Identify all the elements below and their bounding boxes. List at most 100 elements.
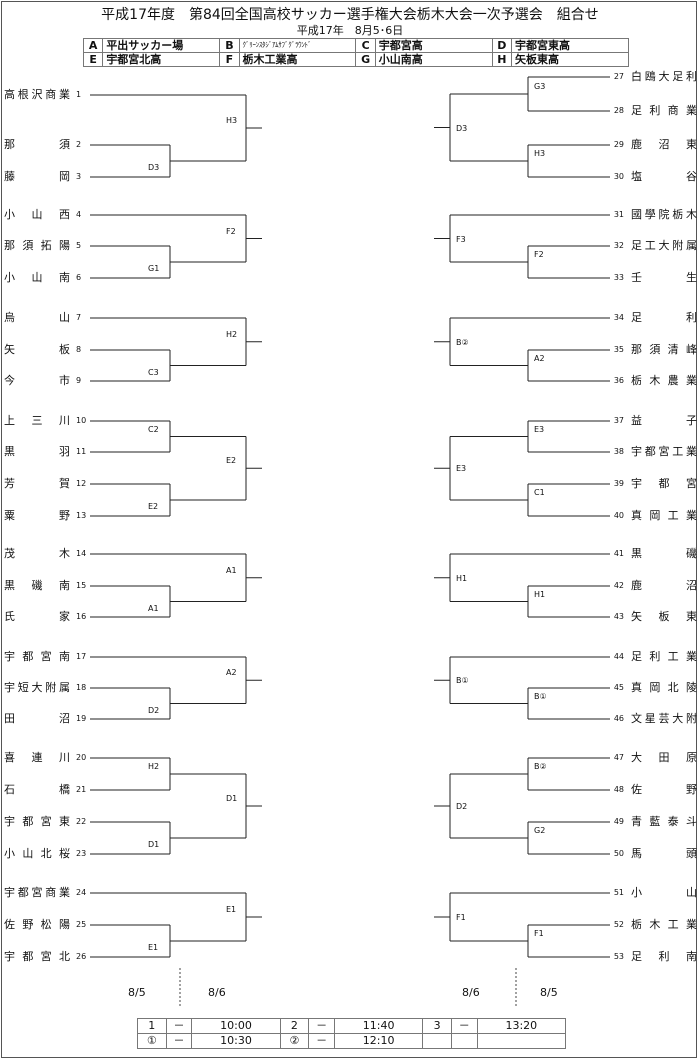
date-left-day2: 8/6 [208, 986, 226, 999]
venue-name: 矢板東高 [511, 52, 629, 67]
team-number: 4 [76, 210, 82, 219]
team-number: 12 [76, 479, 87, 488]
team-number: 26 [76, 952, 87, 961]
team-number: 14 [76, 549, 87, 558]
team-name: 黒羽 [4, 445, 70, 458]
team-number: 24 [76, 888, 87, 897]
match-label: F1 [456, 913, 466, 922]
tournament-dates: 平成17年 8月5･6日 [296, 24, 404, 37]
match-label: B① [534, 691, 547, 701]
team-name: 宇都宮 [631, 477, 697, 490]
slot-number: 3 [422, 1018, 452, 1034]
team-number: 47 [613, 753, 624, 762]
team-name: 足利商業 [631, 104, 697, 117]
team-number: 27 [613, 72, 624, 81]
venue-name: 宇都宮東高 [511, 38, 629, 53]
match-label: H3 [226, 116, 238, 125]
team-name: 大田原 [631, 751, 697, 764]
team-number: 6 [76, 273, 82, 282]
date-left-day1: 8/5 [128, 986, 146, 999]
team-name: 黒磯 [631, 547, 697, 560]
team-name: 鹿沼東 [631, 138, 697, 151]
team-number: 25 [76, 920, 87, 929]
team-name: 高根沢商業 [4, 88, 70, 101]
team-name: 烏山 [4, 311, 70, 324]
match-label: A1 [148, 603, 159, 613]
team-name: 那須拓陽 [4, 239, 70, 252]
venue-key: F [219, 52, 240, 67]
team-number: 46 [613, 714, 624, 723]
slot-dash: － [450, 1018, 478, 1034]
slot-empty [422, 1033, 452, 1049]
team-name: 黒磯南 [4, 579, 70, 592]
team-number: 11 [76, 447, 87, 456]
match-label: H2 [226, 329, 238, 339]
match-label: D3 [456, 123, 468, 133]
venue-key: E [82, 52, 104, 67]
team-name: 馬頭 [631, 847, 697, 860]
team-name: 石橋 [4, 783, 70, 796]
team-name: 栃木農業 [631, 374, 697, 387]
team-number: 52 [613, 920, 624, 929]
match-label: C2 [148, 424, 159, 434]
team-name: 喜連川 [4, 751, 70, 764]
match-label: D1 [226, 794, 238, 803]
team-name: 那須清峰 [631, 343, 697, 356]
team-number: 37 [613, 416, 624, 425]
match-label: E2 [148, 502, 159, 511]
team-number: 8 [76, 345, 82, 354]
match-label: F1 [534, 929, 544, 938]
team-name: 國學院栃木 [631, 208, 697, 221]
match-label: F2 [226, 226, 236, 236]
team-number: 50 [613, 849, 624, 858]
slot-number: ① [137, 1033, 167, 1049]
kickoff-time: 10:00 [191, 1018, 281, 1034]
kickoff-time: 11:40 [333, 1018, 424, 1034]
team-name: 宇短大附属 [4, 681, 70, 694]
team-number: 51 [613, 888, 624, 897]
team-name: 青藍泰斗 [631, 815, 697, 828]
match-label: H1 [456, 573, 468, 583]
match-label: A2 [226, 668, 237, 678]
match-label: H1 [534, 589, 546, 599]
venue-legend: A 平出サッカー場 B ｸﾞﾘｰﾝｽﾀｼﾞｱﾑｻﾌﾞｸﾞﾗｳﾝﾄﾞ C 宇都宮高… [82, 38, 629, 67]
slot-dash: － [308, 1018, 335, 1034]
team-name: 壬生 [631, 271, 697, 284]
team-name: 宇都宮北 [4, 950, 70, 963]
team-name: 今市 [4, 374, 70, 387]
team-name: 真岡北陵 [631, 681, 697, 694]
team-name: 小山北桜 [4, 847, 70, 860]
team-number: 45 [613, 683, 624, 692]
venue-name: 小山南高 [374, 52, 493, 67]
match-label: B① [456, 676, 469, 686]
team-name: 真岡工業 [631, 509, 697, 522]
team-name: 那須 [4, 138, 70, 151]
team-number: 13 [76, 511, 87, 520]
slot-empty [476, 1033, 567, 1049]
team-number: 22 [76, 817, 87, 826]
team-number: 18 [76, 683, 87, 692]
team-number: 49 [613, 817, 624, 826]
slot-number: ② [279, 1033, 310, 1049]
team-name: 矢板 [4, 343, 70, 356]
match-label: D2 [148, 705, 160, 715]
team-name: 足利 [631, 311, 697, 324]
team-number: 23 [76, 849, 87, 858]
team-number: 31 [613, 210, 624, 219]
team-name: 栃木工業 [631, 918, 697, 931]
kickoff-schedule: 1 － 10:00 2 － 11:40 3 － 13:20 ① － 10:30 … [137, 1018, 567, 1049]
team-number: 2 [76, 140, 82, 149]
team-name: 足利工業 [631, 650, 697, 663]
team-name: 小山 [631, 886, 697, 899]
venue-name: 栃木工業高 [238, 52, 357, 67]
venue-key: G [355, 52, 376, 67]
match-label: F3 [456, 234, 466, 244]
team-number: 35 [613, 345, 624, 354]
date-right-day2: 8/6 [462, 986, 480, 999]
match-label: E1 [226, 905, 237, 914]
team-name: 足利南 [631, 950, 697, 963]
team-number: 1 [76, 90, 82, 99]
team-name: 鹿沼 [631, 579, 697, 592]
team-name: 宇都宮南 [4, 650, 70, 663]
team-number: 10 [76, 416, 87, 425]
